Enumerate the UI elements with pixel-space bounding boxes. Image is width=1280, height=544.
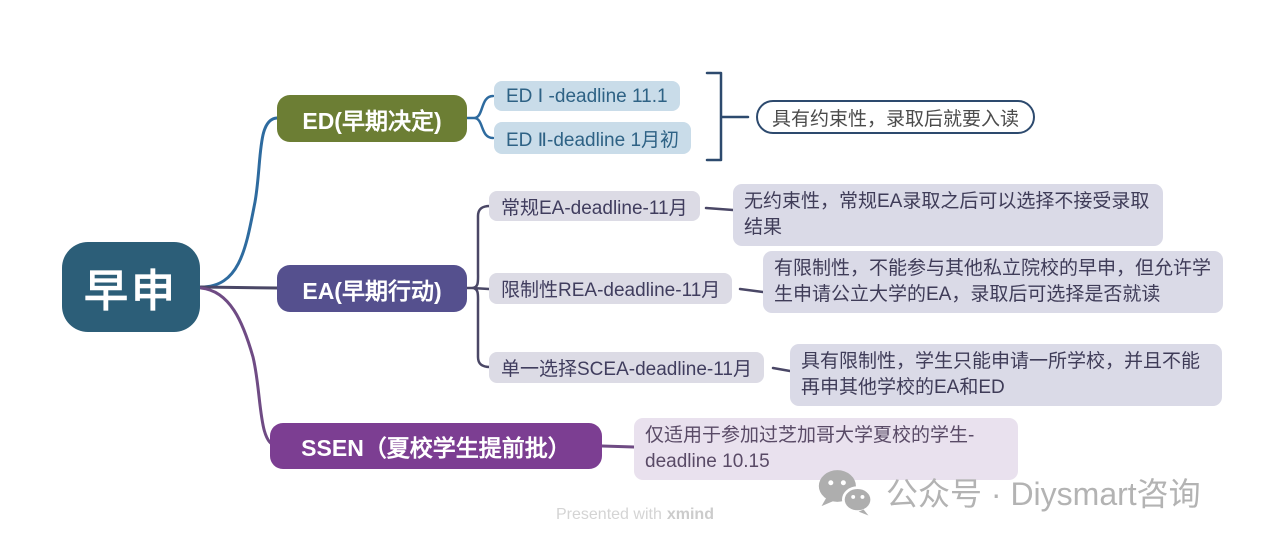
connector-ea-fork	[465, 204, 492, 369]
ed-bracket	[705, 71, 750, 162]
note-rea[interactable]: 有限制性，不能参与其他私立院校的早申，但允许学生申请公立大学的EA，录取后可选择…	[763, 251, 1223, 313]
branch-ssen[interactable]: SSEN（夏校学生提前批）	[270, 423, 602, 469]
node-ed2-deadline[interactable]: ED Ⅱ-deadline 1月初	[494, 122, 692, 154]
note-ssen[interactable]: 仅适用于参加过芝加哥大学夏校的学生-deadline 10.15	[634, 418, 1018, 480]
connector-root-ea	[199, 285, 279, 290]
node-rea[interactable]: 限制性REA-deadline-11月	[489, 273, 733, 304]
note-regular-ea[interactable]: 无约束性，常规EA录取之后可以选择不接受录取结果	[733, 184, 1163, 246]
connector-ed-fork	[465, 94, 495, 140]
tick-ea-note1	[704, 206, 735, 212]
account-watermark: 公众号 · Diysmart咨询	[816, 468, 1201, 516]
connector-root-ed	[199, 116, 279, 289]
ed-binding-callout[interactable]: 具有约束性，录取后就要入读	[756, 100, 1036, 134]
node-regular-ea[interactable]: 常规EA-deadline-11月	[489, 191, 700, 221]
node-ed1-deadline[interactable]: ED Ⅰ -deadline 11.1	[494, 81, 680, 111]
tick-ea-note3	[771, 366, 792, 373]
connector-root-ssen	[199, 286, 279, 448]
xmind-brand: xmind	[666, 506, 714, 523]
root-topic[interactable]: 早申	[62, 242, 200, 332]
account-watermark-label: 公众号 · Diysmart咨询	[886, 476, 1201, 512]
presented-with-text: Presented with	[556, 506, 662, 523]
branch-ed[interactable]: ED(早期决定)	[277, 95, 467, 142]
branch-ea[interactable]: EA(早期行动)	[277, 265, 467, 312]
note-scea[interactable]: 具有限制性，学生只能申请一所学校，并且不能再申其他学校的EA和ED	[790, 344, 1222, 406]
wechat-icon	[818, 470, 874, 516]
node-scea[interactable]: 单一选择SCEA-deadline-11月	[489, 352, 764, 383]
tick-ssen-note	[600, 444, 636, 449]
tick-ea-note2	[738, 287, 765, 294]
